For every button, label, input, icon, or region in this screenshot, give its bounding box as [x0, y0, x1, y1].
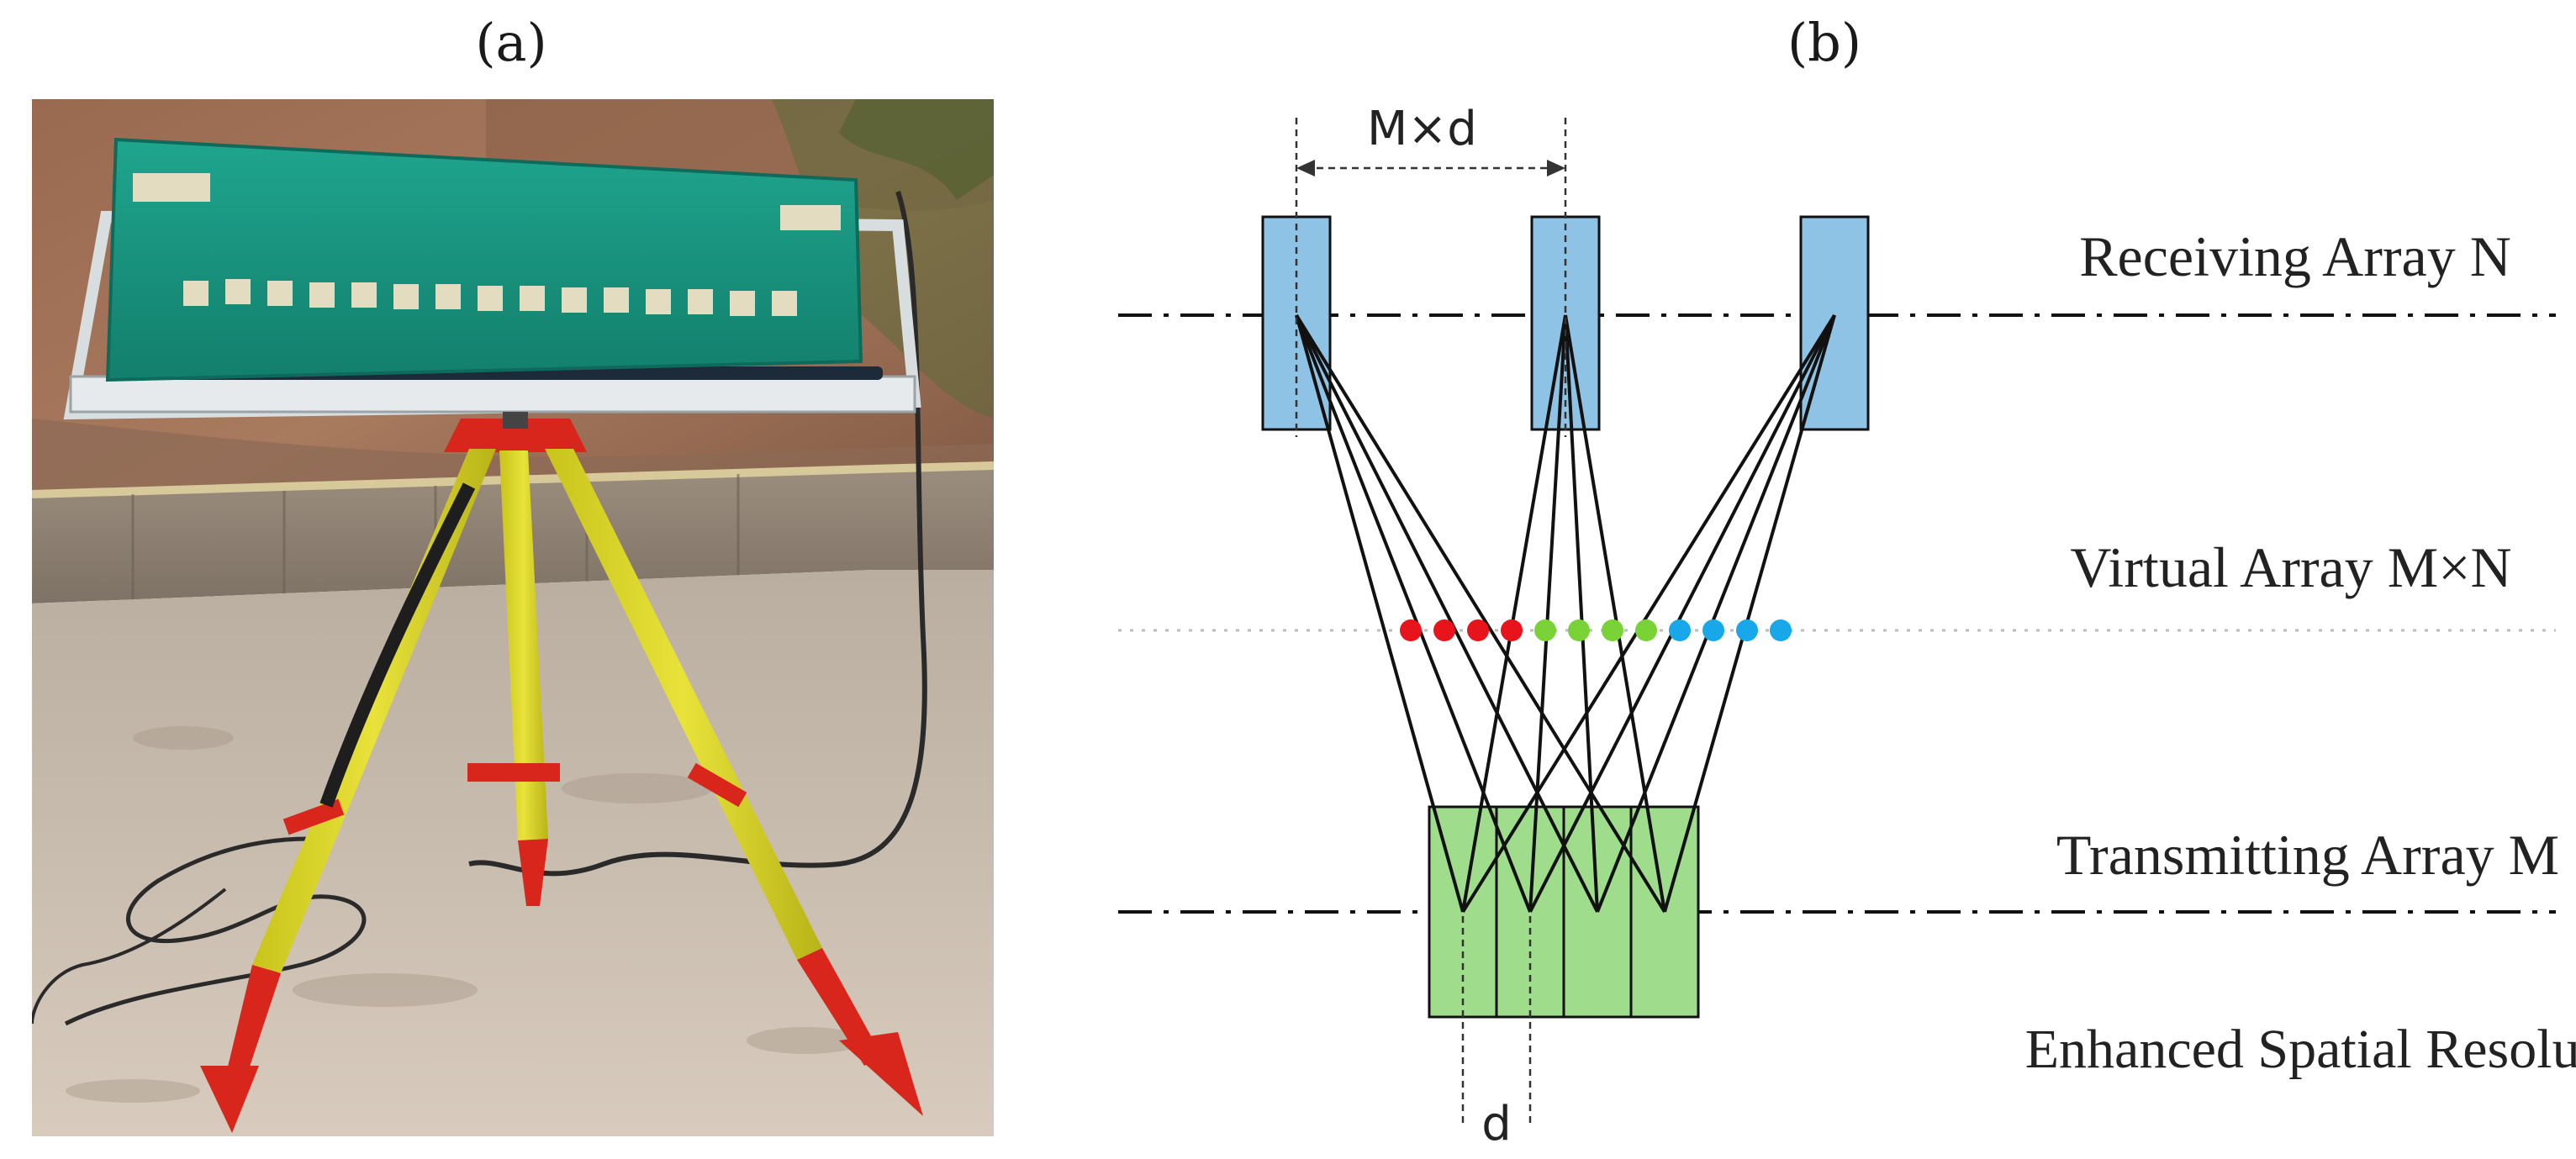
radar-board: [105, 137, 863, 382]
signal-path: [1295, 314, 1532, 913]
spacing-top-dimension: M×d: [1295, 102, 1567, 437]
virtual-element: [1534, 619, 1556, 641]
signal-path: [1663, 314, 1836, 913]
signal-path: [1295, 314, 1599, 913]
receiver-element: [1799, 215, 1870, 431]
panel-b-label: (b): [1787, 12, 1862, 73]
signal-path: [1596, 314, 1836, 913]
transmitting-array: [1428, 805, 1700, 1019]
mimo-diagram-svg: M×d d Receiving Array N Virtual Array M×…: [1118, 102, 2576, 1151]
virtual-element: [1770, 619, 1792, 641]
signal-path: [1564, 314, 1666, 913]
tripod-head: [444, 419, 587, 452]
virtual-array-label: Virtual Array M×N: [2070, 535, 2511, 599]
virtual-element: [1736, 619, 1758, 641]
signal-path: [1564, 314, 1599, 913]
radar-photo-illustration: [32, 99, 994, 1136]
signal-path: [1461, 314, 1567, 913]
mimo-array-diagram: M×d d Receiving Array N Virtual Array M×…: [1068, 84, 2576, 1156]
virtual-element: [1467, 619, 1489, 641]
virtual-element: [1702, 619, 1724, 641]
board-antenna: [133, 173, 210, 202]
receiving-array-label: Receiving Array N: [2079, 224, 2511, 288]
signal-path: [1295, 314, 1465, 913]
signal-path: [1295, 313, 1666, 914]
enhanced-resolution-label: Enhanced Spatial Resolution: [2025, 1019, 2576, 1080]
transmitting-array-label: Transmitting Array M: [2056, 823, 2559, 887]
radar-photo: [32, 99, 994, 1136]
virtual-element: [1635, 619, 1657, 641]
spacing-top-label: M×d: [1367, 102, 1477, 156]
signal-path: [1528, 314, 1567, 913]
virtual-element: [1669, 619, 1691, 641]
signal-path: [1528, 314, 1836, 913]
virtual-element: [1400, 619, 1422, 641]
virtual-array: [1400, 619, 1792, 641]
virtual-element: [1433, 619, 1455, 641]
virtual-element: [1568, 619, 1590, 641]
spacing-bottom-dimension: d: [1461, 916, 1532, 1151]
tripod: [200, 449, 923, 1133]
signal-path: [1461, 313, 1836, 914]
board-patch-row: [183, 279, 797, 316]
spacing-bottom-label: d: [1481, 1097, 1512, 1151]
virtual-element: [1602, 619, 1623, 641]
signal-paths: [1295, 313, 1836, 914]
virtual-element: [1501, 619, 1523, 641]
panel-a-label: (a): [475, 12, 547, 73]
